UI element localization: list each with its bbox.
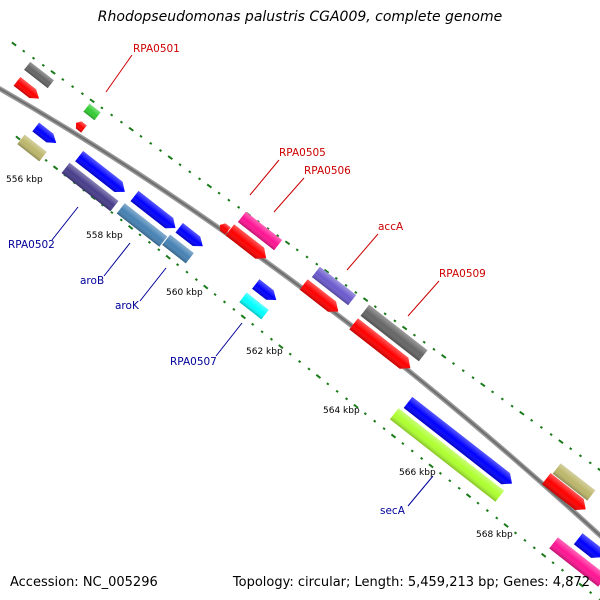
gene-red-acc[interactable] (299, 279, 343, 316)
gene-blue-3[interactable] (130, 190, 180, 233)
gene-magenta-right[interactable] (549, 537, 600, 587)
label-arob[interactable]: aroB (80, 275, 104, 287)
label-rpa0506[interactable]: RPA0506 (304, 165, 351, 177)
gene-rpa0506[interactable] (225, 224, 271, 263)
tick-568: 568 kbp (476, 530, 513, 540)
gene-khaki-2[interactable] (552, 463, 596, 501)
gene-rpa0509[interactable] (360, 304, 428, 362)
tick-566: 566 kbp (399, 468, 436, 478)
gene-rpa0507[interactable] (239, 292, 269, 320)
tick-556: 556 kbp (6, 175, 43, 185)
gene-khaki-1[interactable] (17, 134, 47, 162)
gene-rpa0502[interactable] (61, 162, 119, 212)
gene-gray-top[interactable] (24, 61, 54, 89)
gene-red-right[interactable] (541, 473, 590, 515)
tick-564: 564 kbp (323, 406, 360, 416)
label-rpa0507[interactable]: RPA0507 (170, 356, 217, 368)
gene-blue-1[interactable] (32, 122, 59, 148)
label-acca[interactable]: accA (378, 221, 404, 233)
gene-rpa0505[interactable] (237, 211, 283, 251)
gene-red-509[interactable] (349, 318, 414, 373)
gene-blue-4[interactable] (175, 223, 206, 251)
label-arok[interactable]: aroK (115, 300, 140, 312)
gene-acca[interactable] (311, 266, 357, 306)
gene-features (13, 61, 600, 587)
gene-seca-blue[interactable] (403, 396, 517, 489)
topology-text: Topology: circular; Length: 5,459,213 bp… (232, 575, 590, 590)
gene-labels: RPA0501 RPA0505 RPA0506 accA RPA0509 RPA… (8, 43, 486, 517)
label-callouts (51, 54, 440, 507)
gene-blue-2[interactable] (75, 151, 129, 197)
gene-arok[interactable] (162, 234, 194, 264)
label-rpa0509[interactable]: RPA0509 (439, 268, 486, 280)
label-rpa0502[interactable]: RPA0502 (8, 239, 55, 251)
dotted-tracks (11, 41, 600, 600)
accession-text: Accession: NC_005296 (10, 575, 158, 590)
gene-arob[interactable] (116, 203, 168, 247)
gene-blue-5[interactable] (252, 279, 280, 304)
map-title: Rhodopseudomonas palustris CGA009, compl… (97, 9, 503, 25)
gene-rpa0501[interactable] (83, 103, 101, 121)
tick-558: 558 kbp (86, 231, 123, 241)
gene-seca[interactable] (389, 408, 505, 502)
kbp-ticks: 556 kbp 558 kbp 560 kbp 562 kbp 564 kbp … (6, 175, 513, 540)
tick-560: 560 kbp (166, 288, 203, 298)
label-seca[interactable]: secA (380, 505, 406, 517)
gene-red-tiny[interactable] (217, 221, 231, 235)
label-rpa0505[interactable]: RPA0505 (279, 147, 326, 159)
gene-red-top[interactable] (13, 77, 43, 103)
gene-red-small[interactable] (73, 119, 87, 133)
gene-blue-right[interactable] (573, 533, 600, 563)
label-rpa0501[interactable]: RPA0501 (133, 43, 180, 55)
tick-562: 562 kbp (246, 347, 283, 357)
